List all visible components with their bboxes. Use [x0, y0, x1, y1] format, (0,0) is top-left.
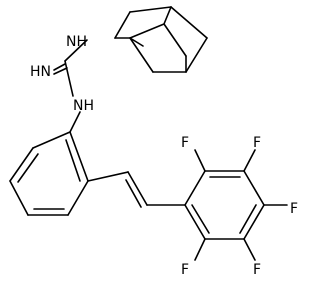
bond	[129, 6, 172, 13]
bond	[53, 63, 66, 71]
nh-label-top: NH	[66, 34, 87, 50]
bond	[170, 6, 208, 39]
bond	[243, 238, 256, 261]
pentafluorophenyl-ring	[184, 149, 288, 261]
bond	[185, 37, 208, 73]
bond	[9, 147, 34, 182]
bond	[239, 204, 257, 234]
bond	[129, 23, 165, 39]
vinyl-linker	[87, 171, 186, 208]
bond	[53, 67, 68, 75]
molecule-drawing: NH HN NH F F F F F	[9, 6, 298, 278]
bond	[17, 153, 39, 183]
bond	[194, 238, 206, 261]
fluorine-label-5: F	[181, 262, 189, 278]
bond	[129, 37, 144, 47]
bond	[243, 149, 256, 172]
bond	[129, 37, 154, 73]
fluorine-label-4: F	[253, 262, 261, 278]
bond	[9, 180, 29, 216]
bond	[67, 180, 89, 216]
structure-canvas: NH HN NH F F F F F	[9, 6, 298, 278]
nh-label-mid: NH	[73, 98, 94, 114]
bond	[65, 139, 81, 182]
bond	[32, 131, 71, 149]
guanidine-group	[53, 39, 88, 133]
bond	[243, 204, 265, 240]
bond	[184, 204, 206, 240]
bond	[125, 179, 142, 208]
bond	[191, 204, 210, 234]
fluorine-label-2: F	[253, 135, 261, 151]
imine-nh-label: HN	[30, 64, 51, 80]
bond	[114, 11, 131, 39]
bond	[194, 149, 206, 172]
bond	[64, 60, 74, 97]
bond	[127, 171, 148, 206]
fluorine-label-3: F	[290, 201, 298, 217]
fluorine-label-1: F	[181, 135, 189, 151]
bond	[243, 170, 265, 206]
bond	[184, 170, 206, 206]
bond	[87, 171, 129, 182]
bond	[69, 111, 81, 133]
bond	[69, 131, 89, 182]
bond	[163, 23, 187, 57]
bond	[64, 39, 88, 62]
benzene-ring	[9, 131, 89, 216]
bond	[163, 6, 172, 25]
adamantyl-group	[114, 6, 208, 73]
